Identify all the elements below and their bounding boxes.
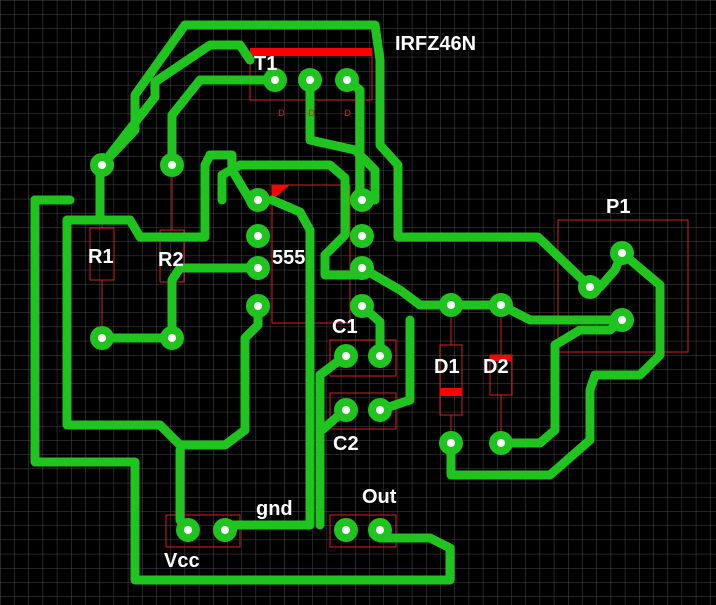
t1-tab-marker <box>250 48 372 56</box>
trace-r2-gate <box>167 75 280 170</box>
c1-outline <box>329 339 397 377</box>
r1-label: R1 <box>88 246 114 268</box>
t1-pin-mark: D <box>344 109 351 119</box>
c2-label: C2 <box>333 433 359 455</box>
ic-pad <box>350 256 374 280</box>
out-pad <box>334 518 358 542</box>
t1-pad <box>263 68 287 92</box>
t1-pad <box>335 68 359 92</box>
ic-pin1-marker <box>272 185 290 200</box>
p1-label: P1 <box>606 196 630 218</box>
trace-p1-d1 <box>446 248 665 480</box>
c2-pad <box>368 398 392 422</box>
r2-pad <box>160 153 184 177</box>
c1-pad <box>368 344 392 368</box>
out-pad <box>368 518 392 542</box>
pad-layer <box>90 68 634 542</box>
ic-label: 555 <box>272 247 305 269</box>
label-layer: IRFZ46N T1 R1 R2 555 C1 C2 D1 D2 P1 gnd … <box>88 33 630 572</box>
ic-pad <box>350 294 374 318</box>
p1-pad <box>578 275 602 299</box>
c2-outline <box>329 392 397 430</box>
c1-pad <box>334 344 358 368</box>
p1-outline <box>557 219 689 353</box>
d1-pad <box>439 431 463 455</box>
d1-label: D1 <box>434 356 460 378</box>
r1-pad <box>90 153 114 177</box>
trace-gate-p1 <box>97 20 595 292</box>
ic-pad <box>350 188 374 212</box>
t1-part-label: IRFZ46N <box>395 33 476 55</box>
out-label: Out <box>362 486 397 508</box>
ic-pad <box>350 224 374 248</box>
t1-pin-mark: D <box>278 109 285 119</box>
t1-label: T1 <box>254 53 277 75</box>
t1-pad <box>298 68 322 92</box>
trace-ic-diodes <box>357 263 627 325</box>
p1-pad <box>610 241 634 265</box>
trace-ic-r2 <box>167 263 263 343</box>
ic-pad <box>246 224 270 248</box>
d2-pad <box>489 431 513 455</box>
t1-pin-mark: D <box>308 109 315 119</box>
trace-vcc-out <box>30 195 455 585</box>
gnd-label: gnd <box>256 498 293 520</box>
vcc-pad <box>176 518 200 542</box>
ic-pad <box>246 256 270 280</box>
trace-left-loop <box>62 150 263 450</box>
vcc-connector-outline <box>165 514 241 548</box>
p1-pad <box>610 308 634 332</box>
marker-layer <box>250 48 512 396</box>
d1-pad <box>439 293 463 317</box>
trace-d2-p1 <box>496 315 627 448</box>
out-connector-outline <box>329 514 397 548</box>
ic-pad <box>246 294 270 318</box>
vcc-pad <box>213 518 237 542</box>
c1-label: C1 <box>332 316 358 338</box>
r1-pad <box>90 326 114 350</box>
d1-cathode-band <box>440 388 462 396</box>
r2-pad <box>160 326 184 350</box>
d2-label: D2 <box>483 356 509 378</box>
r2-label: R2 <box>158 249 184 271</box>
trace-t1-mid <box>305 75 380 205</box>
d2-pad <box>489 293 513 317</box>
trace-r1-t1 <box>97 40 255 170</box>
vcc-label: Vcc <box>164 550 200 572</box>
ic-pad <box>246 188 270 212</box>
c2-pad <box>334 398 358 422</box>
d2-cathode-band <box>490 355 512 361</box>
t1-pin-marks: D D D <box>278 109 351 119</box>
trace-ic-top <box>217 160 365 280</box>
